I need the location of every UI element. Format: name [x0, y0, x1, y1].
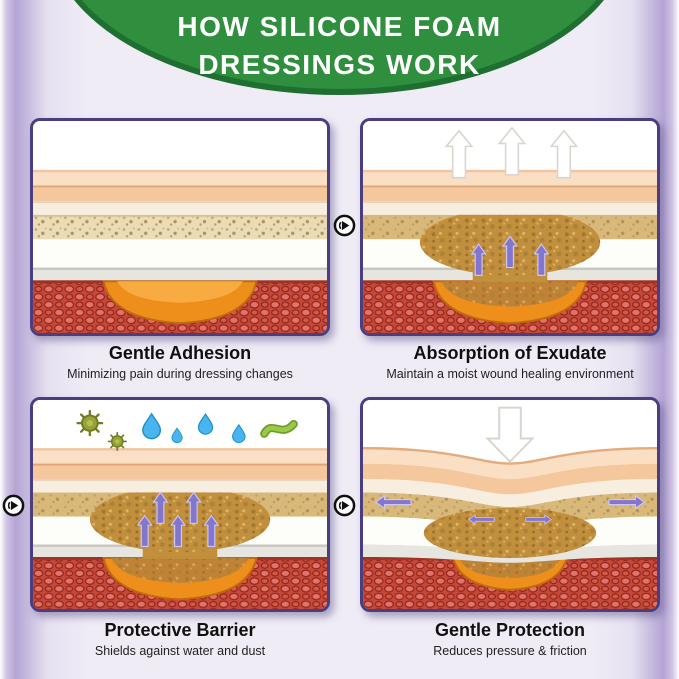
panel-protective-barrier [30, 397, 330, 612]
next-step-arrow-icon [333, 494, 356, 517]
page-title-line1: HOW SILICONE FOAM [177, 11, 502, 42]
panel-subtitle: Shields against water and dust [94, 644, 266, 658]
panel-title: Protective Barrier [104, 620, 256, 640]
foam-layer [33, 239, 327, 268]
panel-title: Gentle Protection [434, 620, 586, 640]
page-title-line2: DRESSINGS WORK [198, 48, 481, 80]
protective-barrier-illustration [33, 400, 327, 609]
virus-icon [76, 409, 104, 437]
bacteria-icon [260, 419, 298, 438]
gentle-protection-illustration [363, 400, 657, 609]
caption-gentle-adhesion: Gentle Adhesion Minimizing pain during d… [30, 343, 330, 381]
next-step-arrow-icon [2, 494, 25, 517]
panel-subtitle: Maintain a moist wound healing environme… [386, 367, 634, 381]
virus-icon [107, 431, 127, 451]
panel-subtitle: Reduces pressure & friction [433, 644, 587, 658]
adhesive-layer [33, 267, 327, 281]
caption-absorption-of-exudate: Absorption of Exudate Maintain a moist w… [360, 343, 660, 381]
panel-absorption-of-exudate [360, 118, 660, 336]
absorption-illustration [363, 121, 657, 333]
backing-film-layer [33, 169, 327, 186]
panel-gentle-protection [360, 397, 660, 612]
panel-title: Gentle Adhesion [108, 343, 252, 363]
contaminants [76, 409, 298, 451]
caption-gentle-protection: Gentle Protection Reduces pressure & fri… [360, 620, 660, 658]
panel-gentle-adhesion [30, 118, 330, 336]
panel-subtitle: Minimizing pain during dressing changes [67, 367, 293, 381]
panel-title: Absorption of Exudate [413, 343, 607, 363]
caption-protective-barrier: Protective Barrier Shields against water… [30, 620, 330, 658]
page-title: HOW SILICONE FOAM DRESSINGS WORK [0, 8, 679, 84]
gentle-adhesion-illustration [33, 121, 327, 333]
next-step-arrow-icon [333, 214, 356, 237]
